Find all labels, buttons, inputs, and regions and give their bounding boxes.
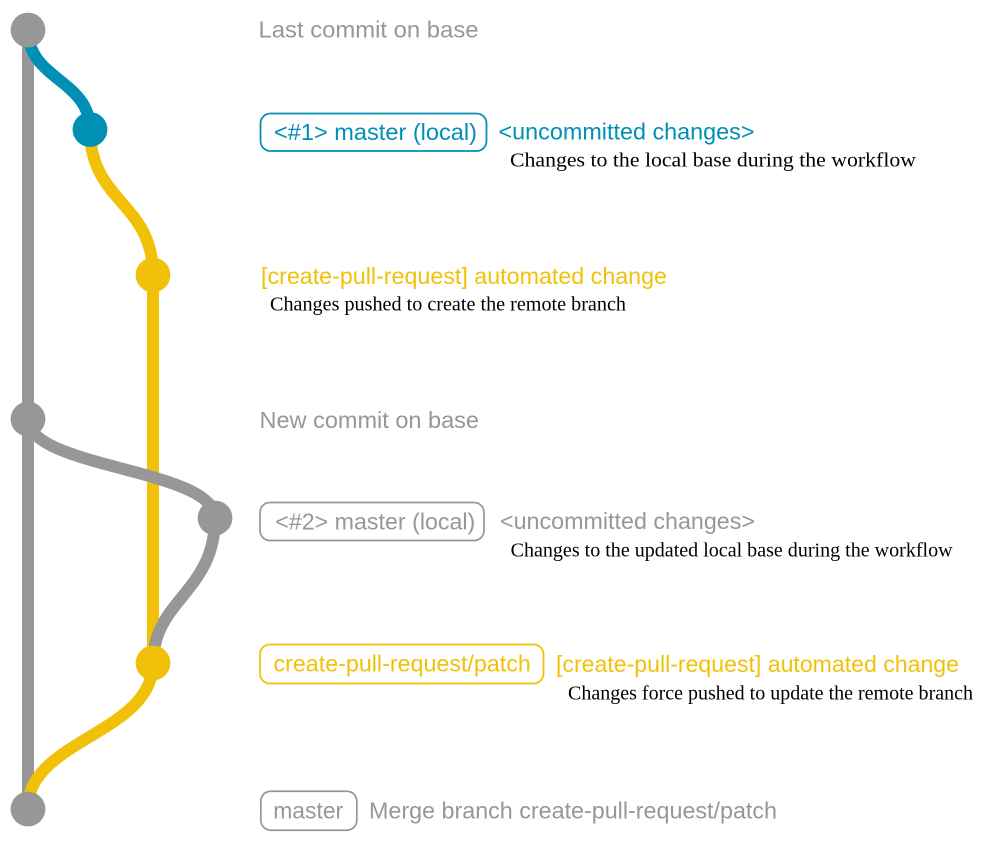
svg-text:Last commit on base: Last commit on base — [259, 17, 479, 43]
svg-text:<#2> master (local): <#2> master (local) — [275, 509, 475, 535]
svg-text:Changes to the updated local b: Changes to the updated local base during… — [511, 540, 954, 562]
svg-text:<uncommitted changes>: <uncommitted changes> — [500, 508, 755, 534]
svg-text:Merge branch create-pull-reque: Merge branch create-pull-request/patch — [369, 798, 777, 824]
svg-text:[create-pull-request] automate: [create-pull-request] automated change — [556, 651, 959, 677]
svg-text:Changes pushed to create the r: Changes pushed to create the remote bran… — [270, 294, 626, 316]
svg-text:create-pull-request/patch: create-pull-request/patch — [274, 651, 531, 677]
svg-text:<uncommitted changes>: <uncommitted changes> — [499, 119, 755, 145]
svg-text:Changes force pushed to update: Changes force pushed to update the remot… — [568, 683, 973, 705]
svg-text:master: master — [273, 798, 343, 824]
svg-text:<#1> master (local): <#1> master (local) — [274, 119, 477, 145]
svg-text:[create-pull-request] automate: [create-pull-request] automated change — [261, 263, 667, 289]
svg-text:New commit on base: New commit on base — [260, 407, 480, 433]
svg-text:Changes to the local base duri: Changes to the local base during the wor… — [510, 150, 917, 172]
